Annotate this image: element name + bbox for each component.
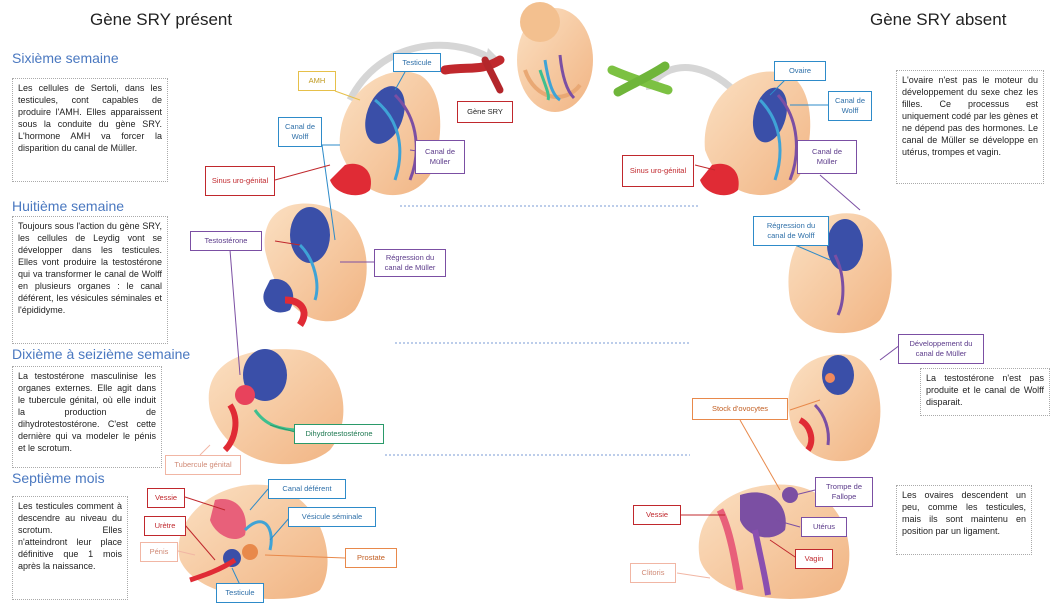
label-gene-sry: Gène SRY (457, 101, 513, 123)
right-text-ovary: L'ovaire n'est pas le moteur du développ… (896, 70, 1044, 184)
embryo-illustration (517, 2, 593, 112)
section-text-eighth-week: Toujours sous l'action du gène SRY, les … (12, 216, 168, 344)
label-clitoris: Clitoris (630, 563, 676, 583)
male-stage-10-16-week (209, 349, 344, 464)
label-canal-muller-left: Canal de Müller (415, 140, 465, 174)
male-stage-6-week (330, 72, 440, 196)
label-tubercule: Tubercule génital (165, 455, 241, 475)
label-stock-ovocytes: Stock d'ovocytes (692, 398, 788, 420)
label-uterus: Utérus (801, 517, 847, 537)
section-text-seventh-month: Les testicules comment à descendre au ni… (12, 496, 128, 600)
right-column-title: Gène SRY absent (870, 10, 1006, 30)
female-stage-6-week (700, 72, 810, 196)
label-developpement-muller: Développement du canal de Müller (898, 334, 984, 364)
label-ovaire: Ovaire (774, 61, 826, 81)
label-canal-deferent: Canal déférent (268, 479, 346, 499)
label-testicule-top: Testicule (393, 53, 441, 72)
label-uretre: Urètre (144, 516, 186, 536)
label-vessie-right: Vessie (633, 505, 681, 525)
section-title-eighth-week: Huitième semaine (12, 198, 124, 214)
label-dihydrotestosterone: Dihydrotestostérone (294, 424, 384, 444)
label-prostate: Prostate (345, 548, 397, 568)
label-sinus-right: Sinus uro-génital (622, 155, 694, 187)
label-canal-muller-right: Canal de Müller (797, 140, 857, 174)
male-stage-8-week (263, 203, 366, 325)
label-sinus-left: Sinus uro-génital (205, 166, 275, 196)
left-column-title: Gène SRY présent (90, 10, 232, 30)
y-chromosome-icon (445, 60, 500, 90)
label-amh: AMH (298, 71, 336, 91)
right-text-wolff: La testostérone n'est pas produite et le… (920, 368, 1050, 416)
label-vesicule-seminale: Vésicule séminale (288, 507, 376, 527)
label-trompe-fallope: Trompe de Fallope (815, 477, 873, 507)
section-title-10-16-week: Dixième à seizième semaine (12, 346, 190, 362)
label-canal-wolff-left: Canal de Wolff (278, 117, 322, 147)
label-testosterone: Testostérone (190, 231, 262, 251)
section-text-10-16-week: La testostérone masculinise les organes … (12, 366, 162, 468)
label-testicule-bottom: Testicule (216, 583, 264, 603)
label-canal-wolff-right: Canal de Wolff (828, 91, 872, 121)
section-text-sixth-week: Les cellules de Sertoli, dans les testic… (12, 78, 168, 182)
section-title-seventh-month: Septième mois (12, 470, 105, 486)
section-title-sixth-week: Sixième semaine (12, 50, 119, 66)
label-penis: Pénis (140, 542, 178, 562)
female-stage-10-16-week (788, 354, 880, 461)
label-vessie-left: Vessie (147, 488, 185, 508)
label-regression-muller: Régression du canal de Müller (374, 249, 446, 277)
right-text-ovaries-descend: Les ovaires descendent un peu, comme les… (896, 485, 1032, 555)
label-regression-wolff: Régression du canal de Wolff (753, 216, 829, 246)
label-vagin: Vagin (795, 549, 833, 569)
